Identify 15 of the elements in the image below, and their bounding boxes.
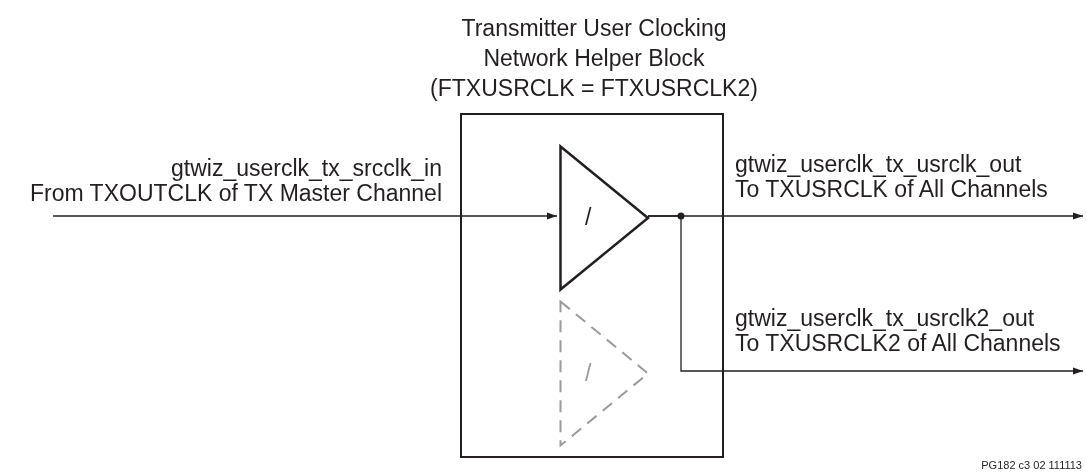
- block-title: Transmitter User Clocking Network Helper Block: [460, 14, 728, 73]
- signal-description: To TXUSRCLK2 of All Channels: [735, 331, 1062, 356]
- divider-symbol: /: [585, 205, 592, 230]
- buffer-symbol: [559, 145, 650, 291]
- frequency-equation: (FTXUSRCLK = FTXUSRCLK2): [429, 74, 759, 103]
- signal-name: gtwiz_userclk_tx_usrclk_out: [735, 152, 1023, 177]
- divider-symbol: /: [585, 360, 592, 386]
- signal-name: gtwiz_userclk_tx_srcclk_in: [170, 156, 442, 181]
- inactive-buffer-symbol: [559, 300, 650, 447]
- signal-arrow: [52, 212, 558, 220]
- signal-description: From TXOUTCLK of TX Master Channel: [29, 181, 442, 206]
- figure-id: PG182 c3 02 111113: [981, 459, 1082, 472]
- signal-name: gtwiz_userclk_tx_usrclk2_out: [735, 306, 1036, 331]
- signal-description: To TXUSRCLK of All Channels: [735, 177, 1049, 202]
- signal-arrow: [647, 215, 1084, 375]
